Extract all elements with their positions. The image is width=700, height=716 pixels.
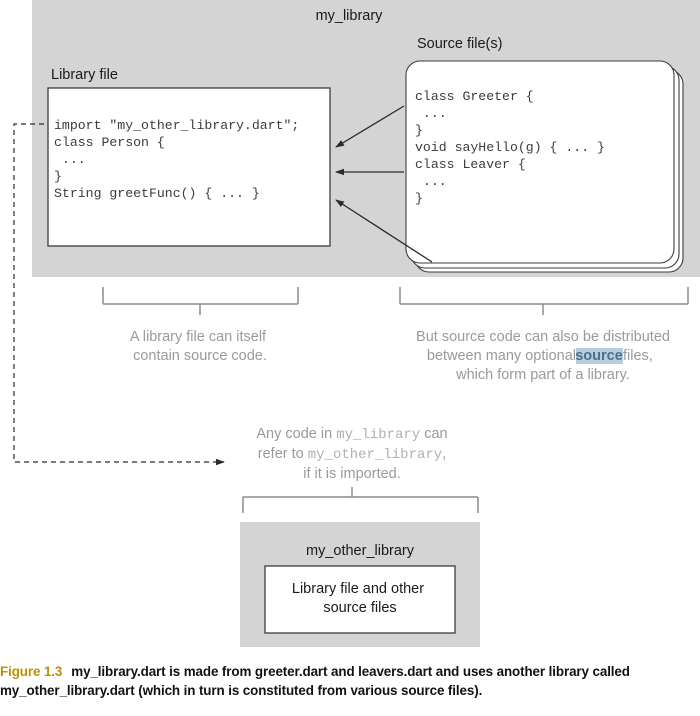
arrow-greeter-to-library bbox=[335, 105, 405, 148]
import-note-text: can bbox=[420, 426, 447, 442]
library-file-note-line: A library file can itself bbox=[130, 329, 267, 345]
other-library-inner-box bbox=[264, 565, 456, 634]
source-code-line: ... bbox=[415, 106, 447, 121]
source-files-note-line-2b: files, bbox=[623, 348, 653, 364]
source-files-note-line-2a: between many optional bbox=[427, 348, 576, 364]
other-library-inner-line: source files bbox=[323, 600, 396, 616]
library-file-box bbox=[47, 87, 331, 247]
import-note-mono: my_library bbox=[336, 427, 420, 443]
bracket-source-files bbox=[399, 287, 689, 305]
import-note-line-3: if it is imported. bbox=[303, 466, 401, 482]
import-note-text: , bbox=[442, 446, 446, 462]
import-note-mono: my_other_library bbox=[308, 447, 442, 463]
source-code-line: class Leaver { bbox=[415, 157, 526, 172]
library-file-note: A library file can itself contain source… bbox=[130, 329, 270, 364]
source-files-label: Source file(s) bbox=[417, 36, 502, 52]
source-code-line: } bbox=[415, 191, 423, 206]
library-file-label: Library file bbox=[51, 67, 118, 83]
other-library-inner-text: Library file and other source files bbox=[292, 581, 428, 616]
library-file-note-line: contain source code. bbox=[133, 348, 267, 364]
import-note-line-1: Any code in my_library can bbox=[256, 426, 447, 443]
library-code-line: String greetFunc() { ... } bbox=[54, 186, 260, 201]
import-note-text: refer to bbox=[258, 446, 308, 462]
source-files-note-line-1: But source code can also be distributed bbox=[416, 329, 670, 345]
source-code-line: class Greeter { bbox=[415, 89, 534, 104]
library-code-line: ... bbox=[54, 152, 86, 167]
library-file-code: import "my_other_library.dart"; class Pe… bbox=[54, 118, 410, 201]
source-code-line: } bbox=[415, 123, 423, 138]
library-code-line: import "my_other_library.dart"; bbox=[54, 118, 299, 133]
arrow-leaver-to-library bbox=[335, 199, 433, 263]
source-code-line: ... bbox=[415, 174, 447, 189]
source-word-highlight bbox=[576, 348, 623, 364]
import-dependency-path bbox=[13, 123, 225, 466]
source-files-code: class Greeter { ... } void sayHello(g) {… bbox=[415, 89, 700, 206]
bracket-other-library bbox=[242, 496, 479, 513]
library-code-line: } bbox=[54, 169, 62, 184]
import-note-text: Any code in bbox=[256, 426, 336, 442]
source-code-line: void sayHello(g) { ... } bbox=[415, 140, 605, 155]
import-note-line-2: refer to my_other_library, bbox=[258, 446, 446, 463]
library-code-line: class Person { bbox=[54, 135, 165, 150]
figure-caption-text: my_library.dart is made from greeter.dar… bbox=[0, 664, 630, 699]
source-files-note-highlight: source bbox=[575, 348, 623, 364]
my-other-library-panel-title: my_other_library bbox=[306, 543, 415, 559]
figure-number: Figure 1.3 bbox=[0, 664, 63, 679]
bracket-library-file bbox=[102, 287, 299, 305]
source-file-card-front bbox=[405, 60, 675, 264]
source-files-note-line-3: which form part of a library. bbox=[455, 367, 630, 383]
other-library-inner-line: Library file and other bbox=[292, 581, 424, 597]
my-library-panel-title: my_library bbox=[316, 8, 384, 24]
